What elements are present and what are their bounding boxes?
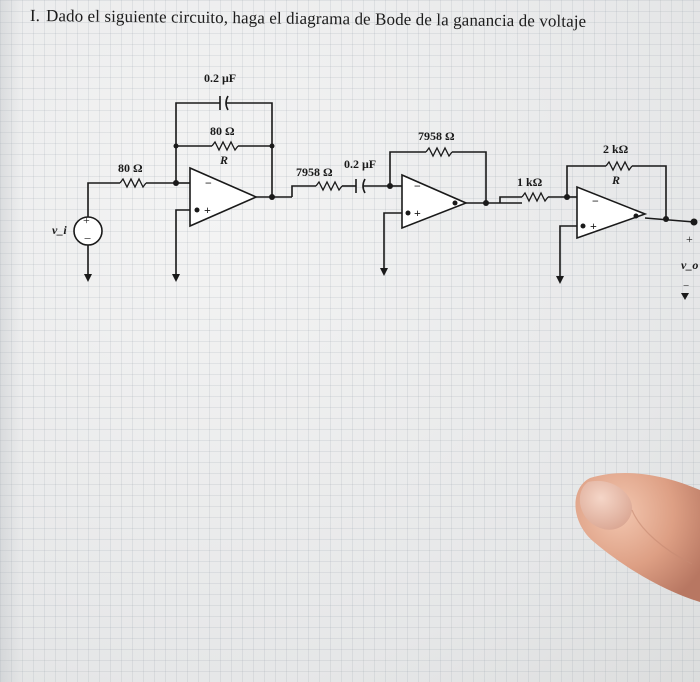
- stage2-c-in-label: 0.2 μF: [344, 157, 376, 171]
- ground-arrow-icon: [681, 293, 689, 300]
- voltage-source: + − v_i: [52, 182, 120, 282]
- output-plus-sign: +: [686, 232, 693, 246]
- stage1-r-fb-label: 80 Ω: [210, 124, 235, 138]
- stage3-plus-sign: +: [590, 219, 597, 233]
- source-minus-sign: −: [84, 231, 91, 246]
- source-plus-sign: +: [83, 213, 90, 227]
- stage3-input-resistor: 1 kΩ: [499, 175, 567, 203]
- stage3-r-in-label: 1 kΩ: [517, 175, 543, 189]
- ground-arrow-icon: [556, 276, 564, 284]
- stage2-r-fb-label: 7958 Ω: [418, 129, 455, 143]
- stage1-feedback-resistor: 80 Ω R: [173, 124, 275, 167]
- stage2-plus-sign: +: [414, 206, 421, 220]
- ground-arrow-icon: [172, 274, 180, 282]
- stage1-r-in-label: 80 Ω: [118, 161, 143, 175]
- stage1-r-fb-name: R: [219, 153, 228, 167]
- stage1-minus-sign: −: [205, 176, 212, 190]
- finger-photo-artifact: [575, 473, 700, 602]
- stage1-c-fb-label: 0.2 μF: [204, 71, 236, 85]
- stage1-plus-sign: +: [204, 203, 211, 217]
- source-label: v_i: [52, 223, 67, 237]
- stage1-opamp: − +: [172, 166, 292, 282]
- stage2-opamp: − +: [380, 173, 522, 276]
- stage2-input-network: 7958 Ω 0.2 μF: [291, 157, 390, 197]
- stage3-minus-sign: −: [592, 194, 599, 208]
- output-minus-sign: −: [683, 280, 689, 292]
- stage1-input-resistor: 80 Ω: [118, 161, 176, 189]
- paper-margin-shadow: [0, 0, 22, 682]
- stage2-r-in-label: 7958 Ω: [296, 165, 333, 179]
- stage3-opamp: − +: [556, 185, 698, 284]
- stage3-feedback-resistor: 2 kΩ R: [566, 142, 667, 218]
- ground-arrow-icon: [84, 274, 92, 282]
- stage1-feedback-capacitor: 0.2 μF: [175, 71, 273, 196]
- output-label: v_o: [681, 258, 698, 272]
- stage3-r-fb-name: R: [611, 173, 620, 187]
- ground-arrow-icon: [380, 268, 388, 276]
- stage2-feedback-resistor: 7958 Ω: [389, 129, 487, 203]
- stage3-r-fb-label: 2 kΩ: [603, 142, 629, 156]
- output-terminal: + v_o −: [681, 232, 698, 300]
- stage2-minus-sign: −: [414, 179, 421, 193]
